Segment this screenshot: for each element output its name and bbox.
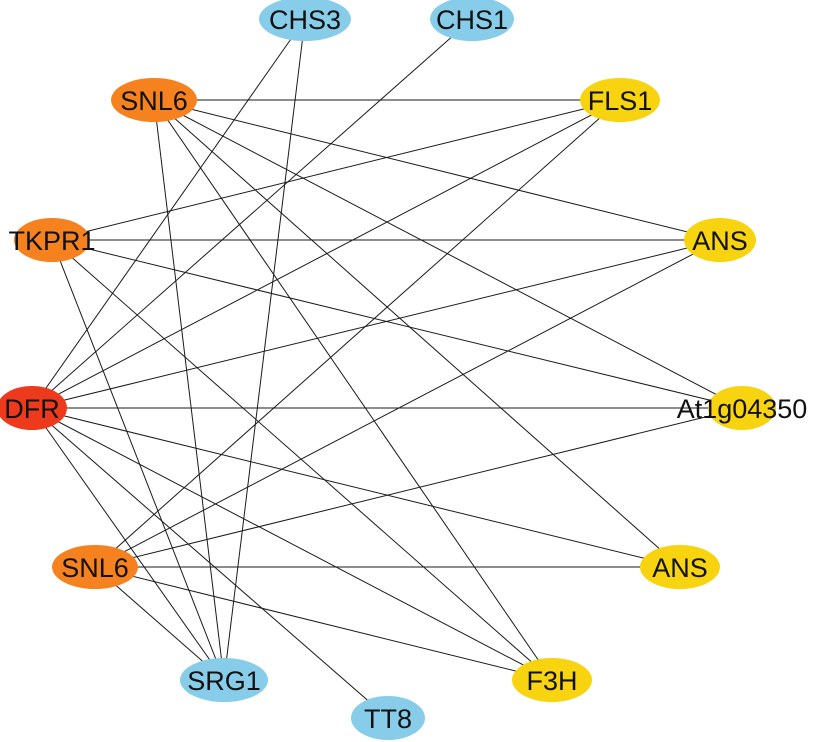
node-label-ans1: ANS bbox=[692, 226, 748, 256]
node-dfr: DFR bbox=[0, 386, 67, 430]
node-ellipse-f3h bbox=[512, 658, 592, 702]
edge-dfr-f3h bbox=[31, 407, 553, 681]
edge-snl6a-ans1 bbox=[153, 99, 721, 241]
edge-tkpr1-srg1 bbox=[51, 239, 225, 681]
node-chs1: CHS1 bbox=[430, 0, 514, 41]
node-label-chs1: CHS1 bbox=[436, 5, 508, 35]
edge-snl6b-at1g04350 bbox=[94, 407, 743, 568]
node-label-tt8: TT8 bbox=[364, 704, 412, 734]
edge-chs3-srg1 bbox=[223, 18, 306, 681]
node-ans1: ANS bbox=[684, 218, 756, 262]
node-ellipse-tkpr1 bbox=[14, 218, 90, 262]
node-tkpr1: TKPR1 bbox=[8, 218, 96, 262]
node-srg1: SRG1 bbox=[180, 658, 268, 702]
node-ellipse-chs1 bbox=[430, 0, 514, 41]
node-ellipse-dfr bbox=[0, 386, 67, 430]
node-label-snl6b: SNL6 bbox=[61, 553, 129, 583]
node-label-srg1: SRG1 bbox=[187, 666, 261, 696]
edge-dfr-ans1 bbox=[31, 239, 721, 409]
edge-layer bbox=[31, 18, 743, 719]
node-fls1: FLS1 bbox=[580, 78, 660, 122]
node-label-fls1: FLS1 bbox=[588, 86, 653, 116]
node-ellipse-chs3 bbox=[259, 0, 351, 41]
node-ans2: ANS bbox=[640, 545, 720, 589]
edge-tkpr1-fls1 bbox=[51, 99, 621, 241]
node-tt8: TT8 bbox=[351, 696, 425, 740]
edge-dfr-chs3 bbox=[31, 18, 306, 409]
edge-tkpr1-at1g04350 bbox=[51, 239, 743, 409]
node-label-dfr: DFR bbox=[4, 394, 60, 424]
edge-dfr-chs1 bbox=[31, 18, 473, 409]
node-ellipse-snl6b bbox=[52, 545, 138, 589]
node-ellipse-fls1 bbox=[580, 78, 660, 122]
node-at1g04350: At1g04350 bbox=[677, 386, 808, 430]
node-label-tkpr1: TKPR1 bbox=[8, 226, 95, 256]
node-label-at1g04350: At1g04350 bbox=[677, 394, 808, 424]
edge-dfr-ans2 bbox=[31, 407, 681, 568]
node-label-f3h: F3H bbox=[526, 666, 577, 696]
node-ellipse-snl6a bbox=[111, 78, 197, 122]
node-label-chs3: CHS3 bbox=[269, 5, 341, 35]
edge-tkpr1-f3h bbox=[51, 239, 553, 681]
edge-snl6b-ans1 bbox=[94, 239, 721, 568]
node-snl6a: SNL6 bbox=[111, 78, 197, 122]
edge-dfr-srg1 bbox=[31, 407, 225, 681]
node-ellipse-tt8 bbox=[351, 696, 425, 740]
node-snl6b: SNL6 bbox=[52, 545, 138, 589]
node-ellipse-ans1 bbox=[684, 218, 756, 262]
edge-snl6a-at1g04350 bbox=[153, 99, 743, 409]
edge-dfr-fls1 bbox=[31, 99, 621, 409]
node-ellipse-ans2 bbox=[640, 545, 720, 589]
node-chs3: CHS3 bbox=[259, 0, 351, 41]
edge-snl6b-fls1 bbox=[94, 99, 621, 568]
node-ellipse-srg1 bbox=[180, 658, 268, 702]
edge-snl6a-f3h bbox=[153, 99, 553, 681]
node-label-snl6a: SNL6 bbox=[120, 86, 188, 116]
node-ellipse-at1g04350 bbox=[708, 386, 776, 430]
node-f3h: F3H bbox=[512, 658, 592, 702]
edge-snl6a-ans2 bbox=[153, 99, 681, 568]
edge-snl6a-srg1 bbox=[153, 99, 225, 681]
edge-dfr-tt8 bbox=[31, 407, 389, 719]
node-label-ans2: ANS bbox=[652, 553, 708, 583]
edge-snl6b-f3h bbox=[94, 566, 553, 681]
